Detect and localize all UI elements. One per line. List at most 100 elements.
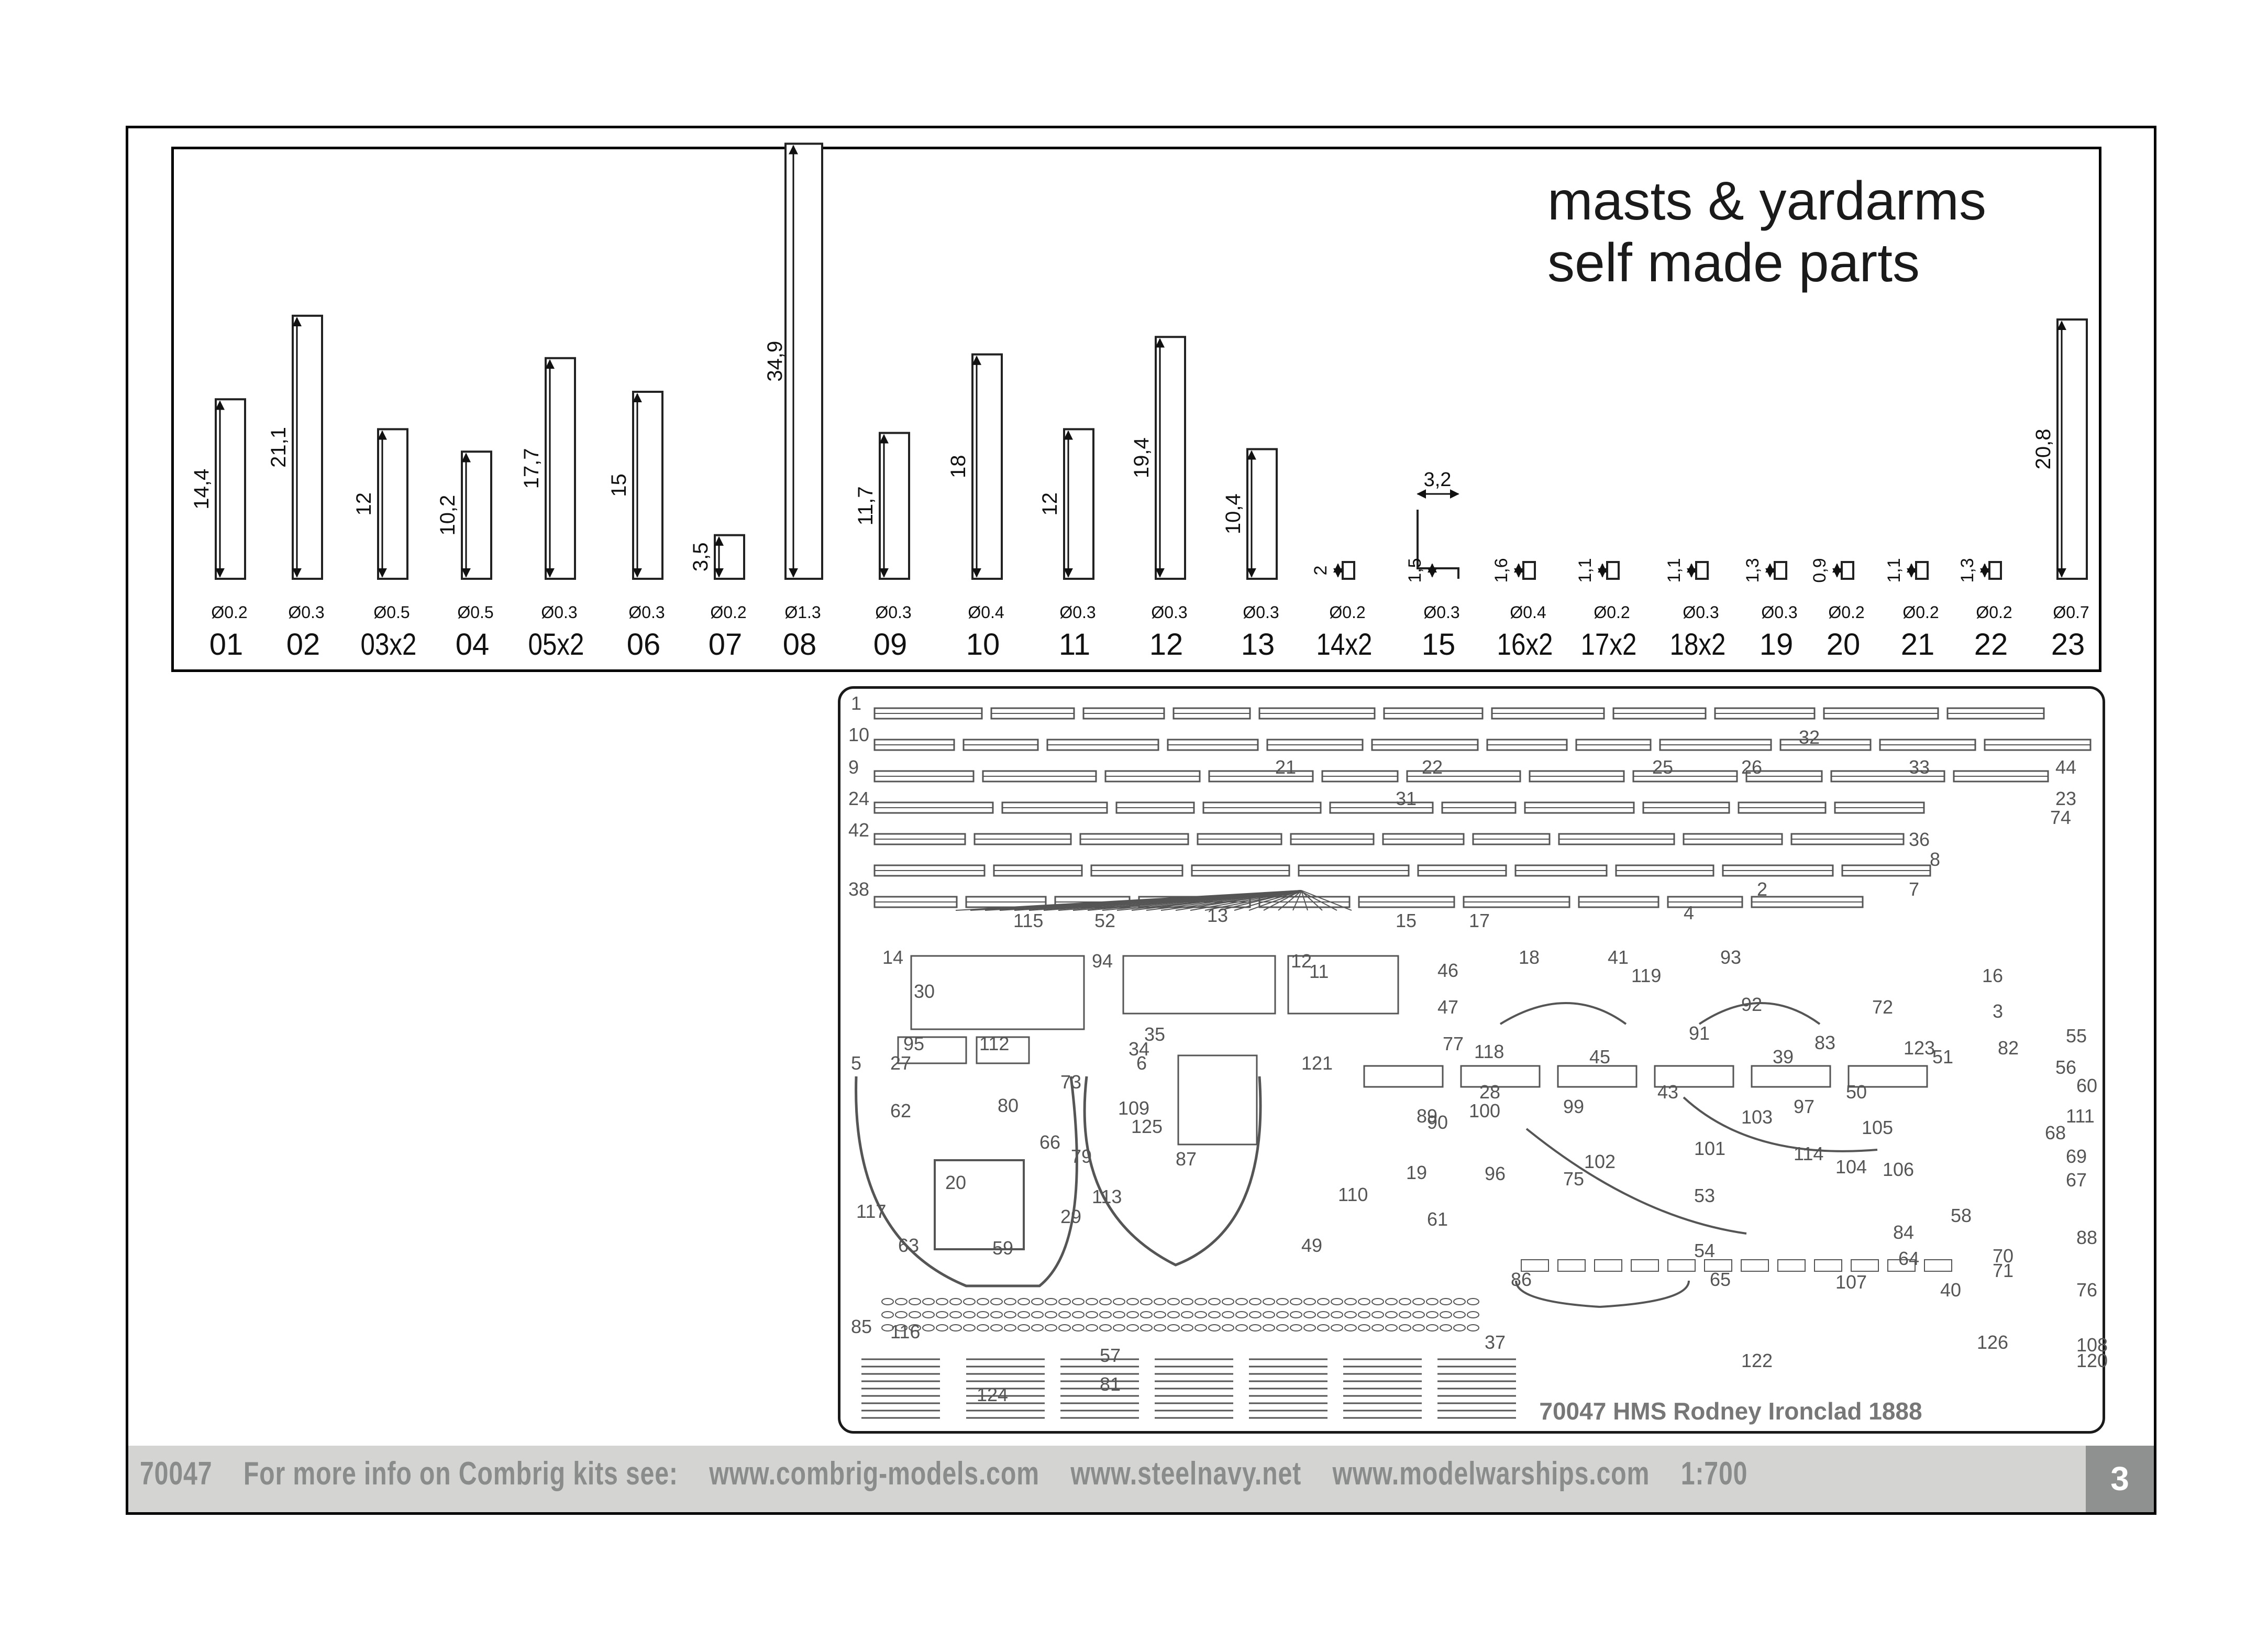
part-09-number: 09 [873, 628, 908, 662]
etch-part-number: 88 [2076, 1227, 2097, 1248]
part-07-length-label: 3,5 [689, 543, 712, 572]
etch-part-number: 96 [1485, 1163, 1506, 1184]
etch-part-number: 51 [1932, 1046, 1953, 1067]
etch-link [1358, 1324, 1370, 1331]
etch-part-number: 23 [2055, 788, 2076, 809]
etch-part-number: 31 [1396, 788, 1417, 809]
etch-part-number: 30 [914, 981, 935, 1002]
etch-link [1453, 1311, 1466, 1318]
part-10-length-label: 18 [947, 455, 970, 479]
part-20-diameter-label: Ø0.2 [1828, 603, 1864, 622]
etch-link [1235, 1324, 1248, 1331]
etch-part-number: 52 [1094, 910, 1115, 931]
etch-part-number: 43 [1657, 1081, 1678, 1103]
part-06-length-label: 15 [607, 474, 630, 497]
etch-part-number: 57 [1100, 1345, 1121, 1366]
etch-link [1412, 1311, 1425, 1318]
part-14x2-length-label: 2 [1311, 566, 1331, 576]
etch-part-number: 55 [2066, 1025, 2087, 1047]
etch-link [1154, 1311, 1166, 1318]
part-02-number: 02 [286, 628, 320, 662]
part-02-diameter-label: Ø0.3 [288, 603, 324, 622]
etch-part-number: 28 [1479, 1081, 1500, 1103]
etch-part-number: 112 [979, 1033, 1009, 1054]
part-14x2-number: 14x2 [1316, 628, 1373, 662]
etch-small-plate [1814, 1259, 1842, 1272]
etch-link [1086, 1324, 1098, 1331]
etch-railing-strand [1087, 890, 1302, 911]
etch-part-number: 54 [1694, 1240, 1715, 1261]
etch-part-number: 4 [1684, 902, 1694, 923]
etch-part-number: 49 [1301, 1235, 1322, 1256]
etch-curve-104 [1525, 1128, 1747, 1235]
page-number: 3 [2086, 1446, 2154, 1512]
etch-sheet-label: 70047 HMS Rodney Ironclad 1888 [1539, 1397, 1922, 1425]
part-10-number: 10 [966, 628, 1000, 662]
etch-part-number: 17 [1469, 910, 1490, 931]
etch-link [1303, 1324, 1316, 1331]
part-09-length-label: 11,7 [854, 486, 877, 525]
etch-link [1208, 1298, 1221, 1305]
footer-text: 70047 For more info on Combrig kits see:… [140, 1455, 1772, 1492]
part-21-number: 21 [1901, 628, 1935, 662]
part-05x2-length-label: 17,7 [520, 448, 543, 489]
etch-part-number: 84 [1893, 1221, 1914, 1243]
etch-link [990, 1298, 1003, 1305]
etch-part-number: 75 [1563, 1168, 1584, 1190]
etch-part-number: 10 [848, 724, 869, 745]
etch-part-number: 60 [2076, 1075, 2097, 1096]
etch-part-number: 5 [851, 1052, 861, 1074]
etch-link [1385, 1298, 1398, 1305]
etch-railing-strand [1175, 890, 1302, 911]
part-03x2-diameter-label: Ø0.5 [373, 603, 410, 622]
etch-link [909, 1324, 921, 1331]
part-23-diameter-label: Ø0.7 [2053, 603, 2089, 622]
etch-part-number: 107 [1835, 1271, 1867, 1293]
etch-part-number: 69 [2066, 1146, 2087, 1167]
part-11-length-label: 12 [1038, 492, 1061, 516]
etch-link [990, 1311, 1003, 1318]
etch-part-number: 15 [1396, 910, 1417, 931]
etch-ladder-block [1751, 1065, 1831, 1088]
etch-part-number: 41 [1608, 946, 1629, 968]
part-02-length-label: 21,1 [267, 427, 290, 468]
etch-part-number: 14 [882, 946, 903, 968]
etch-link [1194, 1311, 1207, 1318]
etch-part-number: 125 [1131, 1116, 1163, 1137]
etch-part-number: 123 [1904, 1037, 1935, 1059]
etch-link [922, 1298, 935, 1305]
etch-link [1290, 1298, 1302, 1305]
footer-scale: 1:700 [1680, 1456, 1748, 1492]
etch-link [1072, 1298, 1085, 1305]
etch-small-plate [1667, 1259, 1696, 1272]
etch-small-plate [1521, 1259, 1549, 1272]
etch-frame-11 [1287, 955, 1399, 1015]
etch-small-plate [1777, 1259, 1806, 1272]
etch-railing-strand [1043, 890, 1302, 911]
etch-link [1371, 1311, 1384, 1318]
etch-hull-6 [1083, 1076, 1262, 1267]
footer-site-modelwarships: www.modelwarships.com [1332, 1456, 1650, 1492]
part-21-length-label: 1,1 [1884, 558, 1904, 582]
etch-railing-strand [1234, 890, 1302, 911]
part-08-diameter-label: Ø1.3 [784, 603, 821, 622]
part-11-diameter-label: Ø0.3 [1059, 603, 1096, 622]
etch-link [1371, 1298, 1384, 1305]
etch-part-number: 56 [2055, 1056, 2076, 1078]
etch-link [936, 1298, 948, 1305]
etch-link [1426, 1298, 1439, 1305]
etch-part-number: 108 [2076, 1334, 2108, 1356]
part-17x2-number: 17x2 [1581, 628, 1637, 662]
etch-part-number: 62 [890, 1100, 911, 1121]
etch-part-number: 97 [1794, 1096, 1815, 1117]
etch-link [1399, 1311, 1411, 1318]
etch-link [1208, 1324, 1221, 1331]
etch-grating [1177, 1054, 1258, 1146]
etch-link [895, 1298, 908, 1305]
etch-link [1371, 1324, 1384, 1331]
etch-railing-strand [1219, 890, 1302, 911]
etch-link [977, 1324, 989, 1331]
etch-part-number: 70 [1993, 1245, 2013, 1267]
title-line-1: masts & yardarms [1547, 171, 1986, 232]
